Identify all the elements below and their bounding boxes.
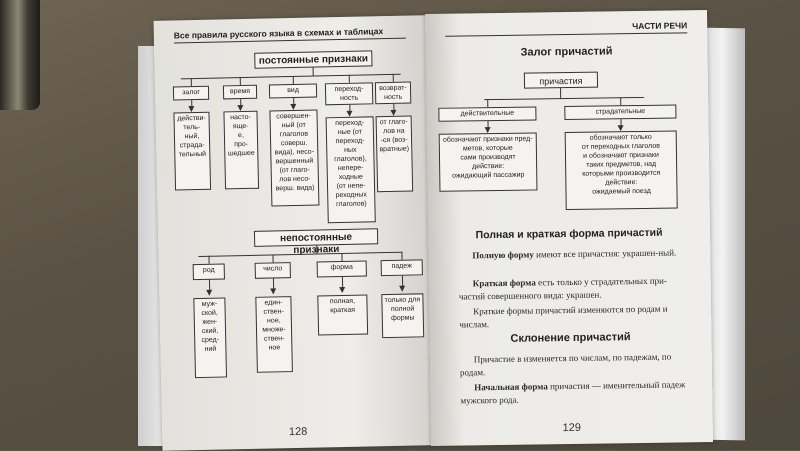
- paragraph-term: Полную форму: [472, 249, 534, 261]
- constant-feature-body: действи- тель- ный, страда- тельный: [173, 111, 212, 191]
- voice-branch-body: обозначают только от переходных глаголов…: [564, 130, 678, 211]
- constant-features-title: постоянные признаки: [254, 50, 373, 69]
- connector-line: [208, 255, 210, 264]
- paragraph: Начальная форма причастия — именительный…: [460, 378, 686, 407]
- paragraph-term: Начальная форма: [474, 381, 548, 393]
- paragraph-text: имеют все причастия: украшен-ный.: [533, 247, 677, 260]
- constant-feature-body: насто- яще- е, про- шедшее: [223, 110, 260, 190]
- variable-feature-head: число: [254, 262, 291, 279]
- variable-features-title: непостоянные признаки: [253, 228, 379, 256]
- connector-line: [239, 77, 241, 86]
- constant-feature-body: совершен- ный (от глаголов соверш. вида)…: [269, 109, 320, 207]
- paragraph-text: Причастие в изменяется по числам, по пад…: [459, 351, 672, 378]
- variable-feature-body: муж- ской, жен- ский, сред- ний: [193, 297, 228, 379]
- connector-line: [180, 73, 401, 80]
- paragraph: Краткая форма есть только у страдательны…: [459, 274, 685, 303]
- connector-line: [620, 97, 622, 106]
- constant-feature-head: возврат- ность: [374, 81, 412, 105]
- voice-branch-body: обозначают признаки пред- метов, которые…: [438, 132, 538, 192]
- right-page-number: 129: [562, 421, 582, 435]
- metal-object: [0, 0, 40, 110]
- paragraph-term: Краткая форма: [472, 277, 536, 289]
- declension-section-title: Склонение причастий: [510, 331, 631, 345]
- connector-line: [487, 99, 489, 108]
- constant-feature-head: переход- ность: [324, 82, 374, 106]
- right-running-head: ЧАСТИ РЕЧИ: [445, 20, 688, 37]
- variable-feature-head: форма: [316, 260, 367, 278]
- arrow-icon: [399, 285, 406, 292]
- paragraph: Краткие формы причастий изменяются по ро…: [459, 302, 685, 331]
- connector-line: [401, 251, 403, 260]
- connector-line: [560, 88, 562, 99]
- voice-section-title: Залог причастий: [520, 45, 613, 59]
- connector-line: [312, 67, 314, 76]
- voice-branch-head: страдательные: [564, 104, 677, 121]
- left-page-number: 128: [288, 425, 308, 439]
- constant-feature-head: время: [222, 84, 258, 100]
- left-running-head: Все правила русского языка в схемах и та…: [173, 25, 406, 44]
- connector-line: [348, 74, 350, 83]
- connector-line: [190, 78, 192, 87]
- left-page: Все правила русского языка в схемах и та…: [153, 15, 435, 451]
- connector-line: [272, 254, 274, 263]
- paragraph-text: Краткие формы причастий изменяются по ро…: [459, 303, 668, 330]
- variable-feature-body: полная, краткая: [317, 294, 369, 336]
- paragraph: Полную форму имеют все причастия: украше…: [458, 246, 684, 262]
- variable-feature-body: един- ствен- ное, множе- ствен- ное: [255, 296, 293, 373]
- connector-line: [341, 252, 343, 262]
- constant-feature-body: от глаго- лов на -ся (воз- вратные): [375, 115, 414, 193]
- constant-feature-head: залог: [172, 85, 210, 101]
- connector-line: [392, 73, 394, 82]
- arrow-icon: [339, 286, 346, 294]
- connector-line: [316, 245, 318, 254]
- constant-feature-head: вид: [268, 83, 318, 99]
- variable-feature-head: род: [192, 263, 225, 281]
- arrow-icon: [270, 288, 277, 295]
- arrow-icon: [206, 289, 213, 296]
- voice-branch-head: действительные: [438, 106, 537, 122]
- variable-feature-body: только для полной формы: [381, 293, 425, 339]
- constant-feature-body: переход- ные (от переход- ных глаголов),…: [325, 116, 376, 224]
- right-page: ЧАСТИ РЕЧИ Залог причастий причастия дей…: [424, 10, 714, 446]
- connector-line: [292, 75, 294, 84]
- full-short-section-title: Полная и краткая форма причастий: [475, 226, 663, 242]
- paragraph: Причастие в изменяется по числам, по пад…: [460, 350, 686, 379]
- variable-feature-head: падеж: [380, 259, 423, 277]
- participles-root-box: причастия: [523, 71, 599, 89]
